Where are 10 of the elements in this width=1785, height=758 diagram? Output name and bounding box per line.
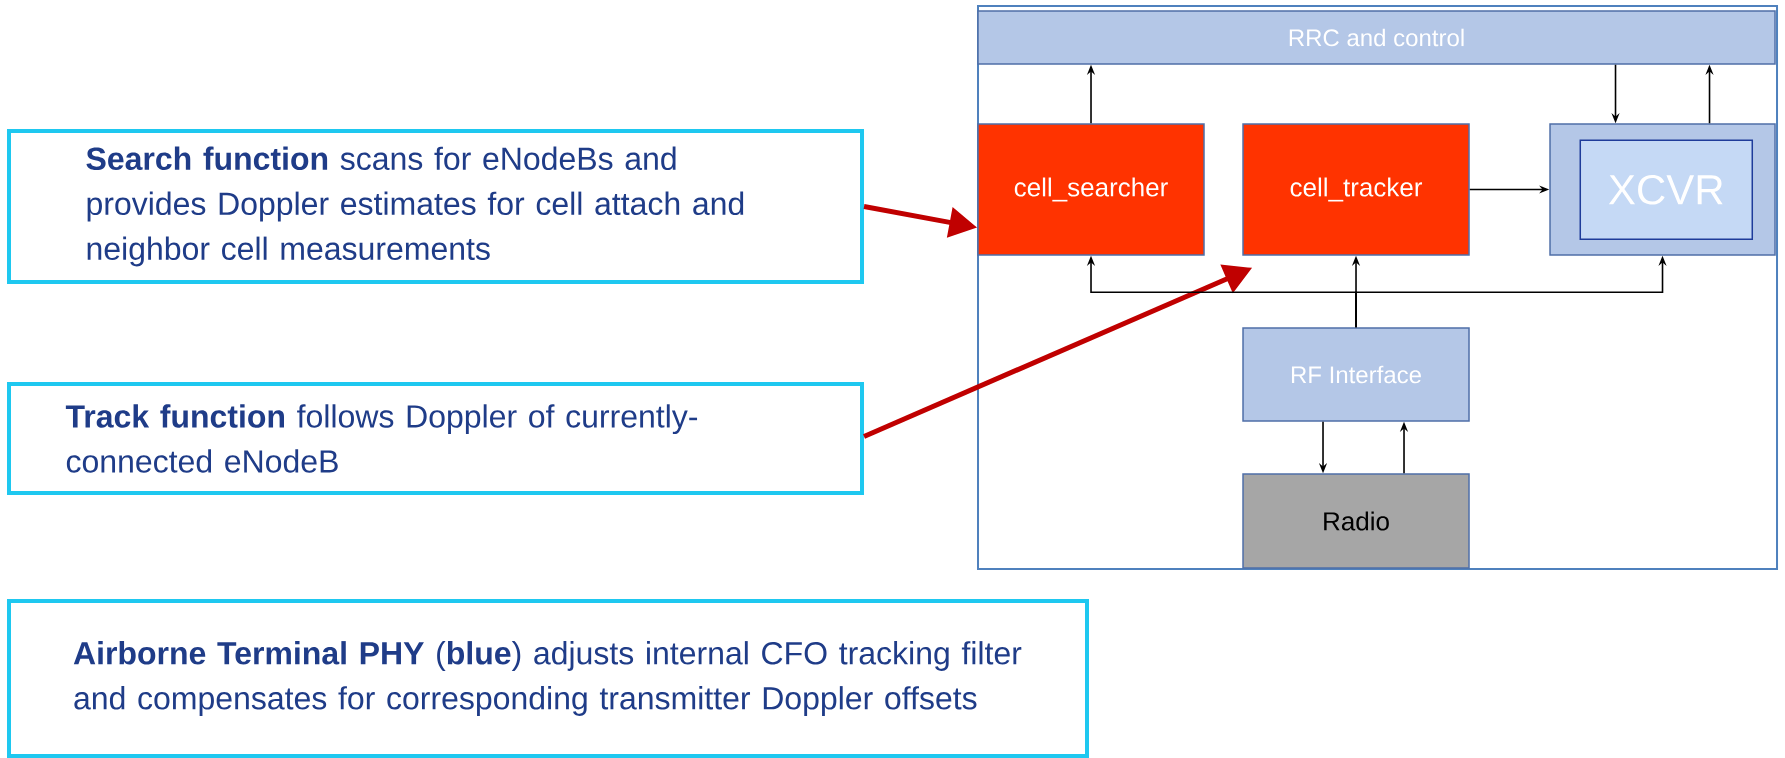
block-box: cell_searcher <box>977 123 1205 256</box>
system-frame <box>977 5 1778 570</box>
block-box: RF Interface <box>1242 327 1470 422</box>
text-box: Search function scans for eNodeBs and provides Doppler estimates for cell attach and neighbor cell measurements <box>7 129 864 284</box>
block-box: Radio <box>1242 473 1470 569</box>
text-box: Track function follows Doppler of currently-connected eNodeB <box>7 382 864 495</box>
text-box: Airborne Terminal PHY (blue) adjusts internal CFO tracking filter and compensates for corresponding transmitter Doppler offsets <box>7 599 1089 758</box>
block-box: XCVR <box>1579 139 1753 240</box>
block-box: RRC and control <box>977 10 1776 65</box>
block-box: cell_tracker <box>1242 123 1470 256</box>
